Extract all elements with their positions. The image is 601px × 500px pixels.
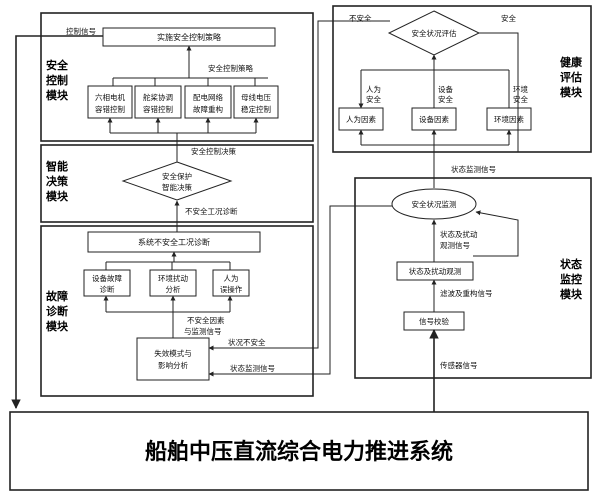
svg-text:设备因素: 设备因素 <box>419 114 449 124</box>
svg-text:故障重构: 故障重构 <box>193 104 223 114</box>
status-monitor-ellipse <box>391 188 477 220</box>
safe-label: 安全 <box>501 13 516 23</box>
monitor-module <box>354 177 592 379</box>
svg-text:诊断: 诊断 <box>46 304 68 318</box>
svg-text:观测信号: 观测信号 <box>440 240 470 250</box>
svg-text:评估: 评估 <box>560 70 582 84</box>
svg-text:环境因素: 环境因素 <box>494 114 524 124</box>
decision-module-label: 智能 决策 模块 <box>46 159 69 203</box>
factors-label: 不安全因素 <box>187 315 225 325</box>
svg-text:人为因素: 人为因素 <box>346 114 376 124</box>
status-monitor-text: 安全状况监测 <box>412 199 457 209</box>
svg-text:误操作: 误操作 <box>220 284 243 294</box>
svg-text:决策: 决策 <box>46 174 69 188</box>
svg-text:稳定控制: 稳定控制 <box>241 104 271 114</box>
implement-strategy-text: 实施安全控制策略 <box>157 32 221 42</box>
safe-branch-line <box>479 32 519 42</box>
monitor-module-label: 状态 监控 模块 <box>560 257 583 301</box>
svg-text:健康: 健康 <box>560 55 583 69</box>
svg-text:人为: 人为 <box>224 273 239 283</box>
svg-text:安全: 安全 <box>366 94 381 104</box>
strategy-box-rudder <box>134 85 182 119</box>
svg-text:安全: 安全 <box>438 94 453 104</box>
svg-text:母线电压: 母线电压 <box>241 92 271 102</box>
svg-text:智能决策: 智能决策 <box>162 182 192 192</box>
decision-label: 安全控制决策 <box>191 146 236 156</box>
svg-text:智能: 智能 <box>46 159 68 173</box>
svg-text:安全保护: 安全保护 <box>162 171 192 181</box>
strategy-box-bus-voltage <box>233 85 279 119</box>
system-box <box>9 411 589 491</box>
svg-text:失效模式与: 失效模式与 <box>154 348 192 358</box>
svg-text:设备故障: 设备故障 <box>92 273 122 283</box>
control-signal-line <box>11 35 103 409</box>
svg-text:环境: 环境 <box>513 84 528 94</box>
svg-text:环境扰动: 环境扰动 <box>158 273 188 283</box>
svg-text:模块: 模块 <box>46 189 69 203</box>
system-title: 船舶中压直流综合电力推进系统 <box>145 439 453 465</box>
health-module <box>332 5 592 153</box>
svg-text:容错控制: 容错控制 <box>143 104 173 114</box>
svg-text:影响分析: 影响分析 <box>158 360 188 370</box>
svg-text:与监测信号: 与监测信号 <box>184 326 222 336</box>
observe-text: 状态及扰动观测 <box>409 266 462 276</box>
svg-text:状态: 状态 <box>560 257 582 271</box>
verify-text: 信号校验 <box>419 316 449 326</box>
safety-control-module-label: 安全 控制 模块 <box>46 58 69 102</box>
sensor-signal-label: 传感器信号 <box>440 360 478 370</box>
svg-text:监控: 监控 <box>560 272 582 286</box>
svg-text:容错控制: 容错控制 <box>95 104 125 114</box>
filter-label: 滤波及重构信号 <box>440 288 493 298</box>
svg-text:安全: 安全 <box>513 94 528 104</box>
health-module-label: 健康 评估 模块 <box>560 55 583 99</box>
human-error-box <box>212 269 250 297</box>
failure-mode-box <box>136 337 210 381</box>
strategy-label: 安全控制策略 <box>208 63 253 73</box>
svg-text:设备: 设备 <box>438 84 453 94</box>
unsafe-label: 不安全 <box>349 13 372 23</box>
decision-diamond <box>121 161 233 201</box>
evaluate-text: 安全状况评估 <box>412 28 457 38</box>
strategy-box-network <box>184 85 232 119</box>
svg-text:模块: 模块 <box>46 319 69 333</box>
device-fault-box <box>83 269 131 297</box>
observe-label: 状态及扰动 <box>440 229 478 239</box>
svg-text:分析: 分析 <box>166 284 181 294</box>
svg-text:诊断: 诊断 <box>100 284 115 294</box>
svg-text:模块: 模块 <box>46 88 69 102</box>
system-diag-text: 系统不安全工况诊断 <box>138 237 210 247</box>
svg-text:舵桨协调: 舵桨协调 <box>143 92 173 102</box>
svg-text:控制: 控制 <box>46 73 68 87</box>
control-signal-label: 控制信号 <box>66 26 96 36</box>
svg-text:六相电机: 六相电机 <box>95 92 125 102</box>
status-unsafe-line <box>208 20 390 351</box>
monitor-signal-label: 状态监测信号 <box>451 164 496 174</box>
svg-text:模块: 模块 <box>560 85 583 99</box>
unsafe-diag-label: 不安全工况诊断 <box>185 206 238 216</box>
svg-text:故障: 故障 <box>46 289 68 303</box>
svg-text:人为: 人为 <box>366 84 381 94</box>
diagnosis-module-label: 故障 诊断 模块 <box>46 289 69 333</box>
svg-text:模块: 模块 <box>560 287 583 301</box>
status-monitor-signal-label: 状态监测信号 <box>230 363 275 373</box>
status-monitor-signal-line <box>208 205 413 377</box>
svg-text:安全: 安全 <box>46 58 69 72</box>
svg-text:配电网络: 配电网络 <box>193 92 223 102</box>
status-unsafe-label: 状况不安全 <box>228 337 266 347</box>
